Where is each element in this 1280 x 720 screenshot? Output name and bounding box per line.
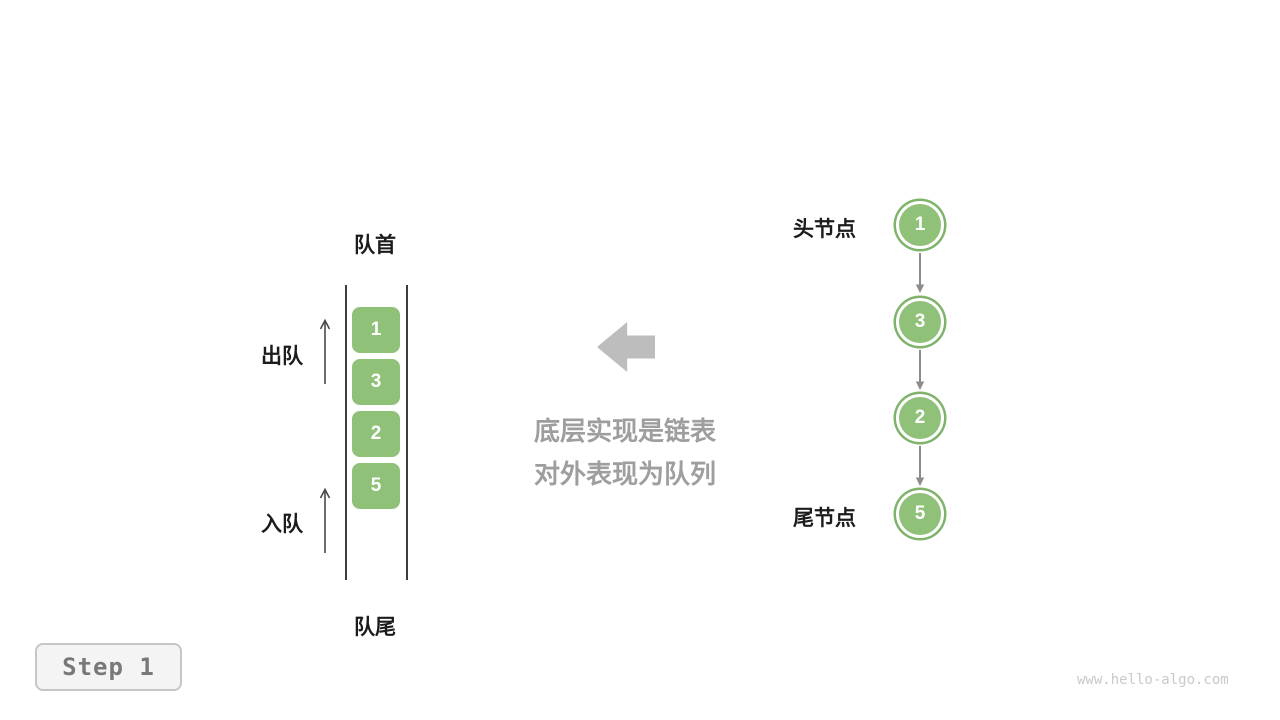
queue-item: 5 (352, 463, 400, 509)
link-down-arrow-icon (915, 253, 925, 293)
caption-line-2: 对外表现为队列 (533, 459, 716, 489)
caption-text: 底层实现是链表 对外表现为队列 (485, 410, 765, 496)
tail-node-label: 尾节点 (793, 507, 856, 530)
queue-right-wall (406, 285, 408, 580)
link-down-arrow-icon (915, 446, 925, 486)
queue-front-label: 队首 (354, 234, 396, 257)
list-node: 3 (896, 298, 944, 346)
head-node-label: 头节点 (793, 218, 856, 241)
list-node: 5 (896, 490, 944, 538)
step-badge: Step 1 (35, 643, 182, 691)
queue-rear-label: 队尾 (354, 616, 396, 639)
queue-item: 3 (352, 359, 400, 405)
caption-line-1: 底层实现是链表 (533, 416, 716, 446)
watermark: www.hello-algo.com (1077, 672, 1229, 688)
big-left-arrow-icon (597, 322, 655, 372)
link-down-arrow-icon (915, 350, 925, 390)
dequeue-label: 出队 (261, 345, 303, 368)
queue-left-wall (345, 285, 347, 580)
queue-item: 2 (352, 411, 400, 457)
list-node: 1 (896, 201, 944, 249)
enqueue-label: 入队 (261, 513, 303, 536)
list-node: 2 (896, 394, 944, 442)
dequeue-up-arrow-icon (319, 318, 331, 384)
queue-item: 1 (352, 307, 400, 353)
enqueue-up-arrow-icon (319, 487, 331, 553)
